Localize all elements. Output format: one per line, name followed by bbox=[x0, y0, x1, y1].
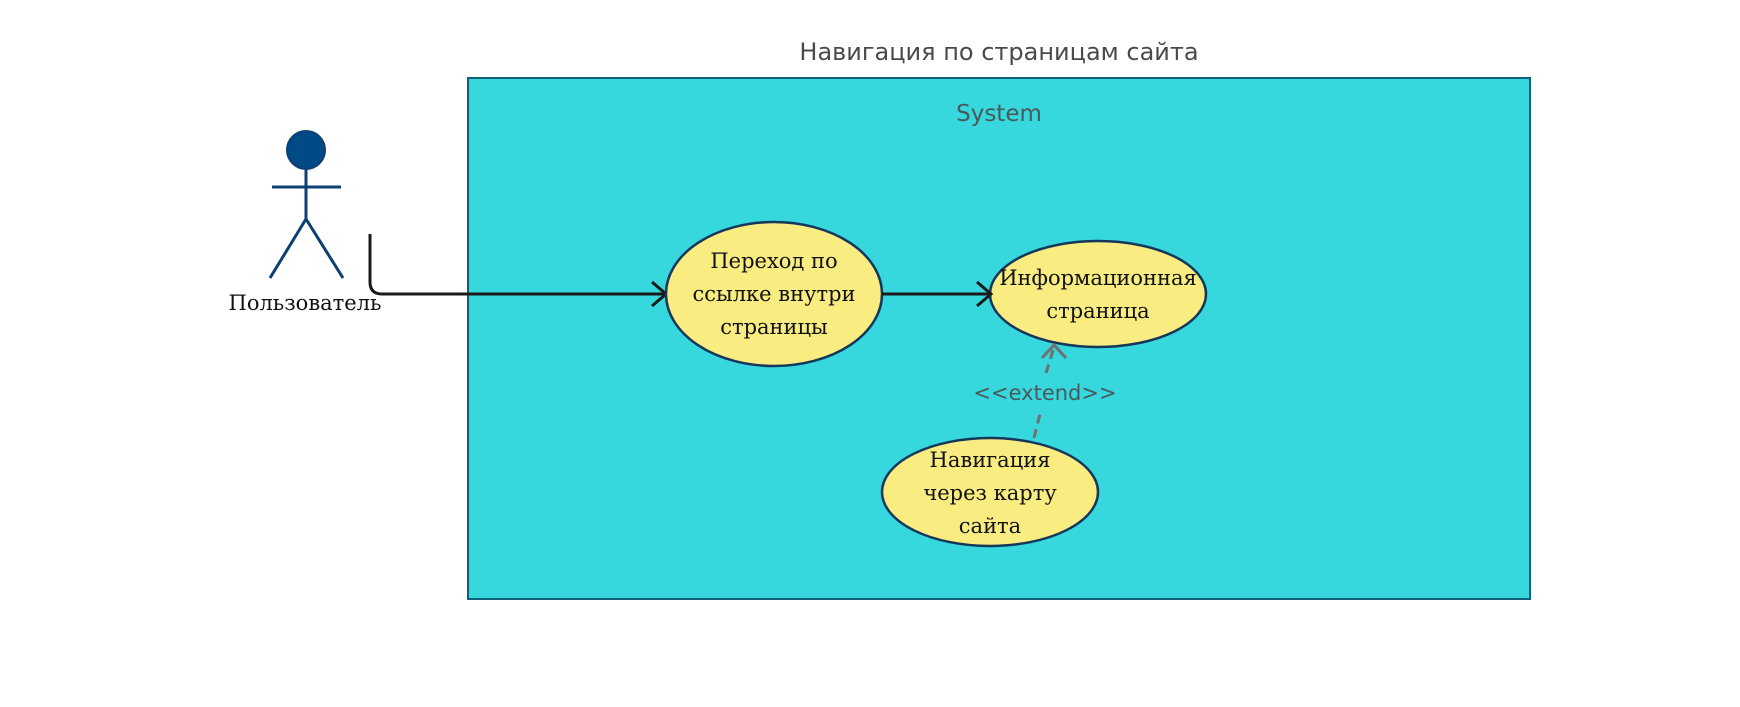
actor-head bbox=[286, 130, 326, 170]
diagram-title: Навигация по страницам сайта bbox=[799, 38, 1199, 66]
use-case-sitemap-nav[interactable] bbox=[880, 436, 1100, 548]
system-label: System bbox=[956, 101, 1042, 127]
extend-dashed-line-upper[interactable] bbox=[1044, 346, 1056, 374]
use-case-sitemap-nav-label: Навигация через карту сайта bbox=[923, 448, 1057, 538]
actor-left-leg bbox=[268, 218, 308, 279]
use-case-info-page-label: Информационная страница bbox=[999, 266, 1197, 323]
use-case-follow-link-label: Переход по ссылке внутри страницы bbox=[692, 248, 856, 339]
extend-relation-label: <<extend>> bbox=[973, 381, 1117, 405]
association-arrow-actor-to-follow-link[interactable] bbox=[368, 234, 665, 296]
actor-label: Пользователь bbox=[228, 291, 382, 315]
extend-dashed-line-lower[interactable] bbox=[1032, 413, 1042, 439]
actor-figure[interactable] bbox=[268, 130, 345, 279]
extend-arrowhead bbox=[1040, 342, 1068, 360]
actor-right-leg bbox=[304, 218, 345, 279]
association-arrowhead-2 bbox=[976, 280, 994, 308]
